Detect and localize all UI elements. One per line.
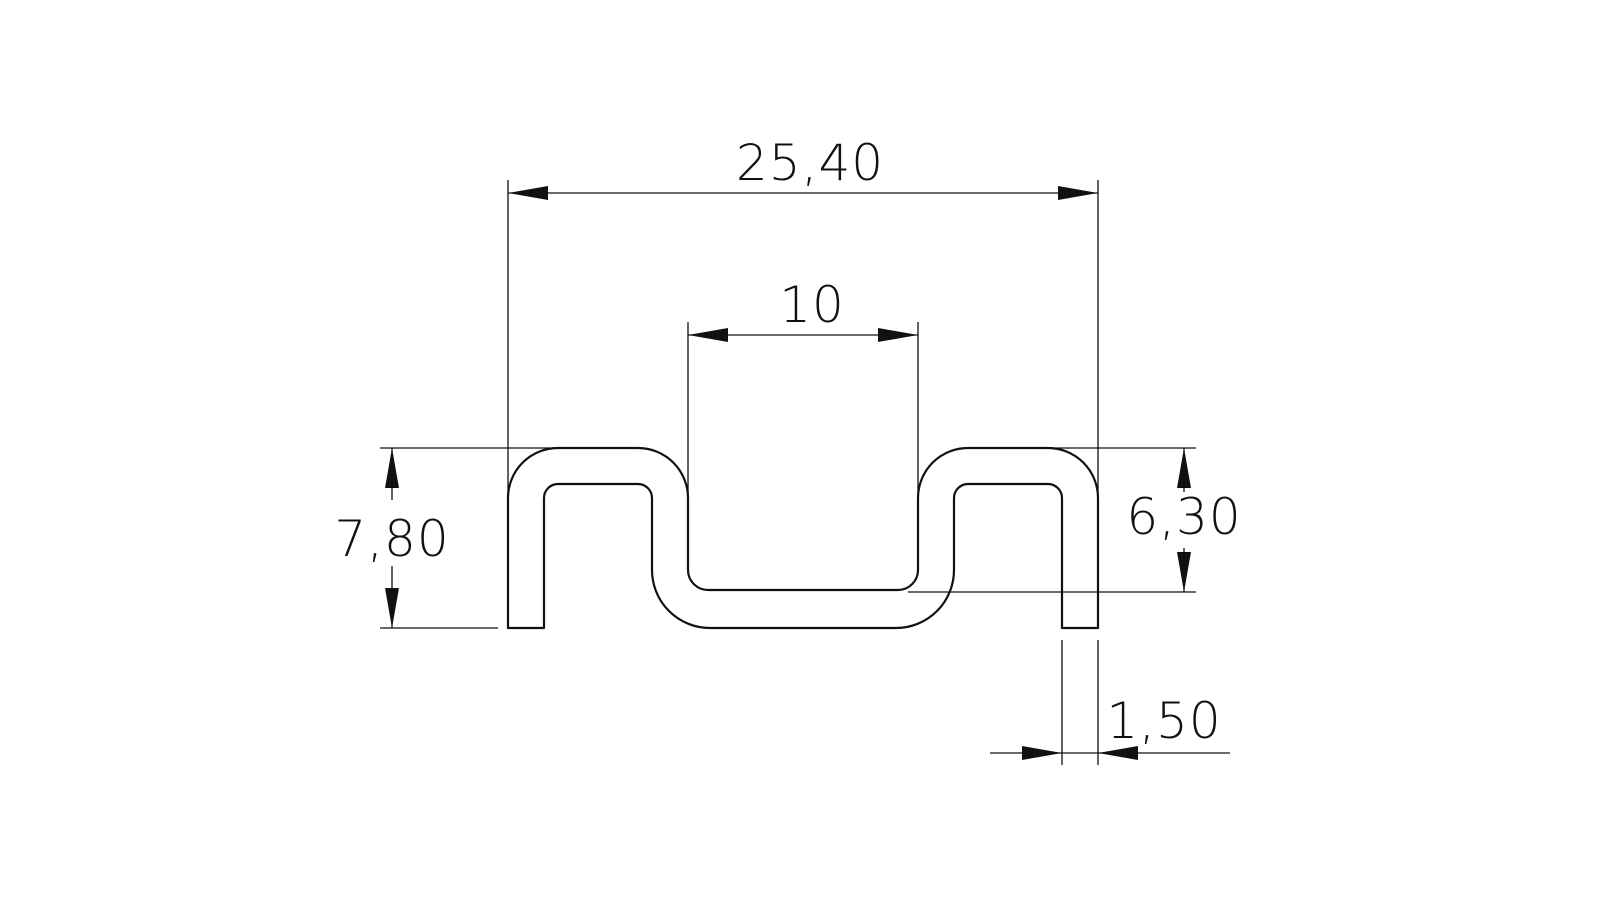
label-channel-width: 10	[779, 276, 845, 334]
dimension-thickness: 1,50	[990, 640, 1230, 765]
label-thickness: 1,50	[1106, 692, 1221, 750]
label-inner-height: 6,30	[1126, 488, 1241, 546]
label-overall-height: 7,80	[334, 510, 449, 568]
dimension-overall-height: 7,80	[334, 447, 558, 629]
arrowhead-down	[1177, 552, 1191, 592]
arrowhead-right	[1022, 746, 1062, 760]
dimension-inner-height: 6,30	[908, 447, 1241, 593]
dimension-overall-width: 25,40	[507, 134, 1099, 498]
arrowhead-up	[1177, 448, 1191, 488]
dimension-channel-width: 10	[687, 276, 919, 498]
arrowhead-left	[1098, 746, 1138, 760]
arrowhead-left	[688, 328, 728, 342]
arrowhead-right	[1058, 186, 1098, 200]
arrowhead-left	[508, 186, 548, 200]
arrowhead-up	[385, 448, 399, 488]
profile-outer-outline	[506, 446, 1100, 630]
label-overall-width: 25,40	[736, 134, 884, 192]
arrowhead-down	[385, 588, 399, 628]
arrowhead-right	[878, 328, 918, 342]
